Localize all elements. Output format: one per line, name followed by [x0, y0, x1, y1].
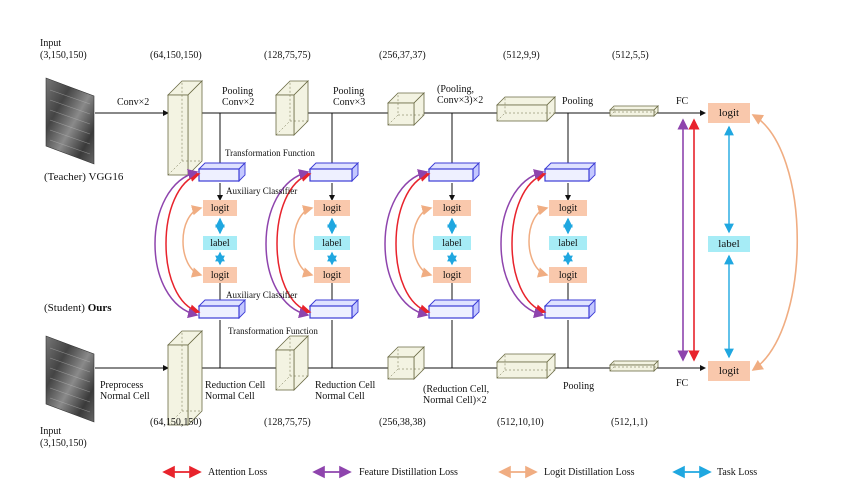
stage3-label: label: [433, 236, 471, 250]
auxiliary-classifier-label-top: Auxiliary Classifier: [226, 186, 298, 196]
teacher-name: (Teacher) VGG16: [44, 171, 124, 183]
teacher-dim-3: (256,37,37): [379, 50, 426, 61]
student-dim-2: (128,75,75): [264, 417, 311, 428]
stage1-student-transform-block: [197, 298, 247, 320]
legend-attention-loss: Attention Loss: [208, 467, 268, 478]
student-input-label: Input: [40, 426, 62, 437]
transformation-function-label-bottom: Transformation Function: [228, 326, 318, 336]
legend-feature-distillation-loss: Feature Distillation Loss: [359, 467, 458, 478]
stage2-logit-distillation-arc: [293, 205, 314, 278]
stage2-teacher-logit: logit: [314, 200, 350, 216]
stage1-student-logit: logit: [203, 267, 237, 283]
stage1-teacher-transform-block: [197, 161, 247, 183]
stage2-label: label: [314, 236, 350, 250]
stage4-teacher-transform-block: [543, 161, 597, 183]
stage2-feature-distillation-arc: [265, 169, 310, 319]
teacher-feature-block-3: [387, 92, 425, 126]
stage1-logit-distillation-arc: [182, 205, 203, 278]
student-dim-5: (512,1,1): [611, 417, 648, 428]
auxiliary-classifier-label-bottom: Auxiliary Classifier: [226, 290, 298, 300]
teacher-input-dims: (3,150,150): [40, 50, 87, 61]
student-feature-block-4: [496, 353, 556, 379]
stage2-student-transform-block: [308, 298, 360, 320]
stage1-attention-loss-arc: [165, 171, 201, 315]
student-fc: FC: [676, 378, 689, 389]
teacher-feature-block-5: [609, 105, 659, 117]
teacher-op2: Pooling Conv×2: [222, 86, 255, 108]
student-input-image: [45, 335, 95, 423]
final-label: label: [708, 236, 750, 252]
stage4-student-logit: logit: [549, 267, 587, 283]
teacher-feature-block-2: [275, 80, 309, 136]
stage4-student-transform-block: [543, 298, 597, 320]
stage4-logit-distillation-arc: [528, 205, 549, 278]
teacher-fc: FC: [676, 96, 689, 107]
stage1-label: label: [203, 236, 237, 250]
student-feature-block-1: [167, 330, 203, 426]
teacher-op4: (Pooling, Conv×3)×2: [437, 84, 484, 106]
student-dim-4: (512,10,10): [497, 417, 544, 428]
stage3-feature-distillation-arc: [384, 169, 429, 319]
teacher-op5: Pooling: [562, 96, 594, 107]
teacher-feature-block-4: [496, 96, 556, 122]
teacher-dim-2: (128,75,75): [264, 50, 311, 61]
student-name: (Student) Ours: [44, 303, 112, 314]
student-feature-block-3: [387, 346, 425, 380]
student-op4: (Reduction Cell, Normal Cell)×2: [423, 384, 490, 406]
stage4-attention-loss-arc: [511, 171, 547, 315]
teacher-op3: Pooling Conv×3: [333, 86, 366, 108]
student-feature-block-2: [275, 335, 309, 391]
stage4-teacher-logit: logit: [549, 200, 587, 216]
stage2-attention-loss-arc: [276, 171, 312, 315]
student-op-first: Preprocess Normal Cell: [100, 380, 150, 402]
teacher-op-first: Conv×2: [117, 97, 150, 108]
student-op5: Pooling: [563, 381, 595, 392]
final-logit-distillation-arc: [751, 114, 799, 371]
student-name-bold: Ours: [87, 302, 112, 314]
student-op3: Reduction Cell Normal Cell: [315, 380, 376, 402]
teacher-dim-5: (512,5,5): [612, 50, 649, 61]
stage1-teacher-logit: logit: [203, 200, 237, 216]
final-student-logit: logit: [708, 361, 750, 381]
transformation-function-label-top: Transformation Function: [225, 148, 315, 158]
stage4-feature-distillation-arc: [500, 169, 545, 319]
student-op2: Reduction Cell Normal Cell: [205, 380, 266, 402]
stage3-teacher-logit: logit: [433, 200, 471, 216]
stage3-student-logit: logit: [433, 267, 471, 283]
teacher-dim-4: (512,9,9): [503, 50, 540, 61]
final-teacher-logit: logit: [708, 103, 750, 123]
legend-task-loss: Task Loss: [717, 467, 758, 478]
stage4-label: label: [549, 236, 587, 250]
teacher-input-image: [45, 77, 95, 165]
student-feature-block-5: [609, 360, 659, 372]
teacher-feature-block-1: [167, 80, 203, 176]
stage2-student-logit: logit: [314, 267, 350, 283]
teacher-input-label: Input: [40, 38, 62, 49]
student-name-prefix: (Student): [44, 302, 85, 314]
student-dim-1: (64,150,150): [150, 417, 202, 428]
student-input-dims: (3,150,150): [40, 438, 87, 449]
stage3-attention-loss-arc: [395, 171, 431, 315]
stage2-teacher-transform-block: [308, 161, 360, 183]
stage3-teacher-transform-block: [427, 161, 481, 183]
student-dim-3: (256,38,38): [379, 417, 426, 428]
stage3-student-transform-block: [427, 298, 481, 320]
teacher-dim-1: (64,150,150): [150, 50, 202, 61]
legend-logit-distillation-loss: Logit Distillation Loss: [544, 467, 635, 478]
stage3-logit-distillation-arc: [412, 205, 433, 278]
stage1-feature-distillation-arc: [154, 169, 199, 319]
